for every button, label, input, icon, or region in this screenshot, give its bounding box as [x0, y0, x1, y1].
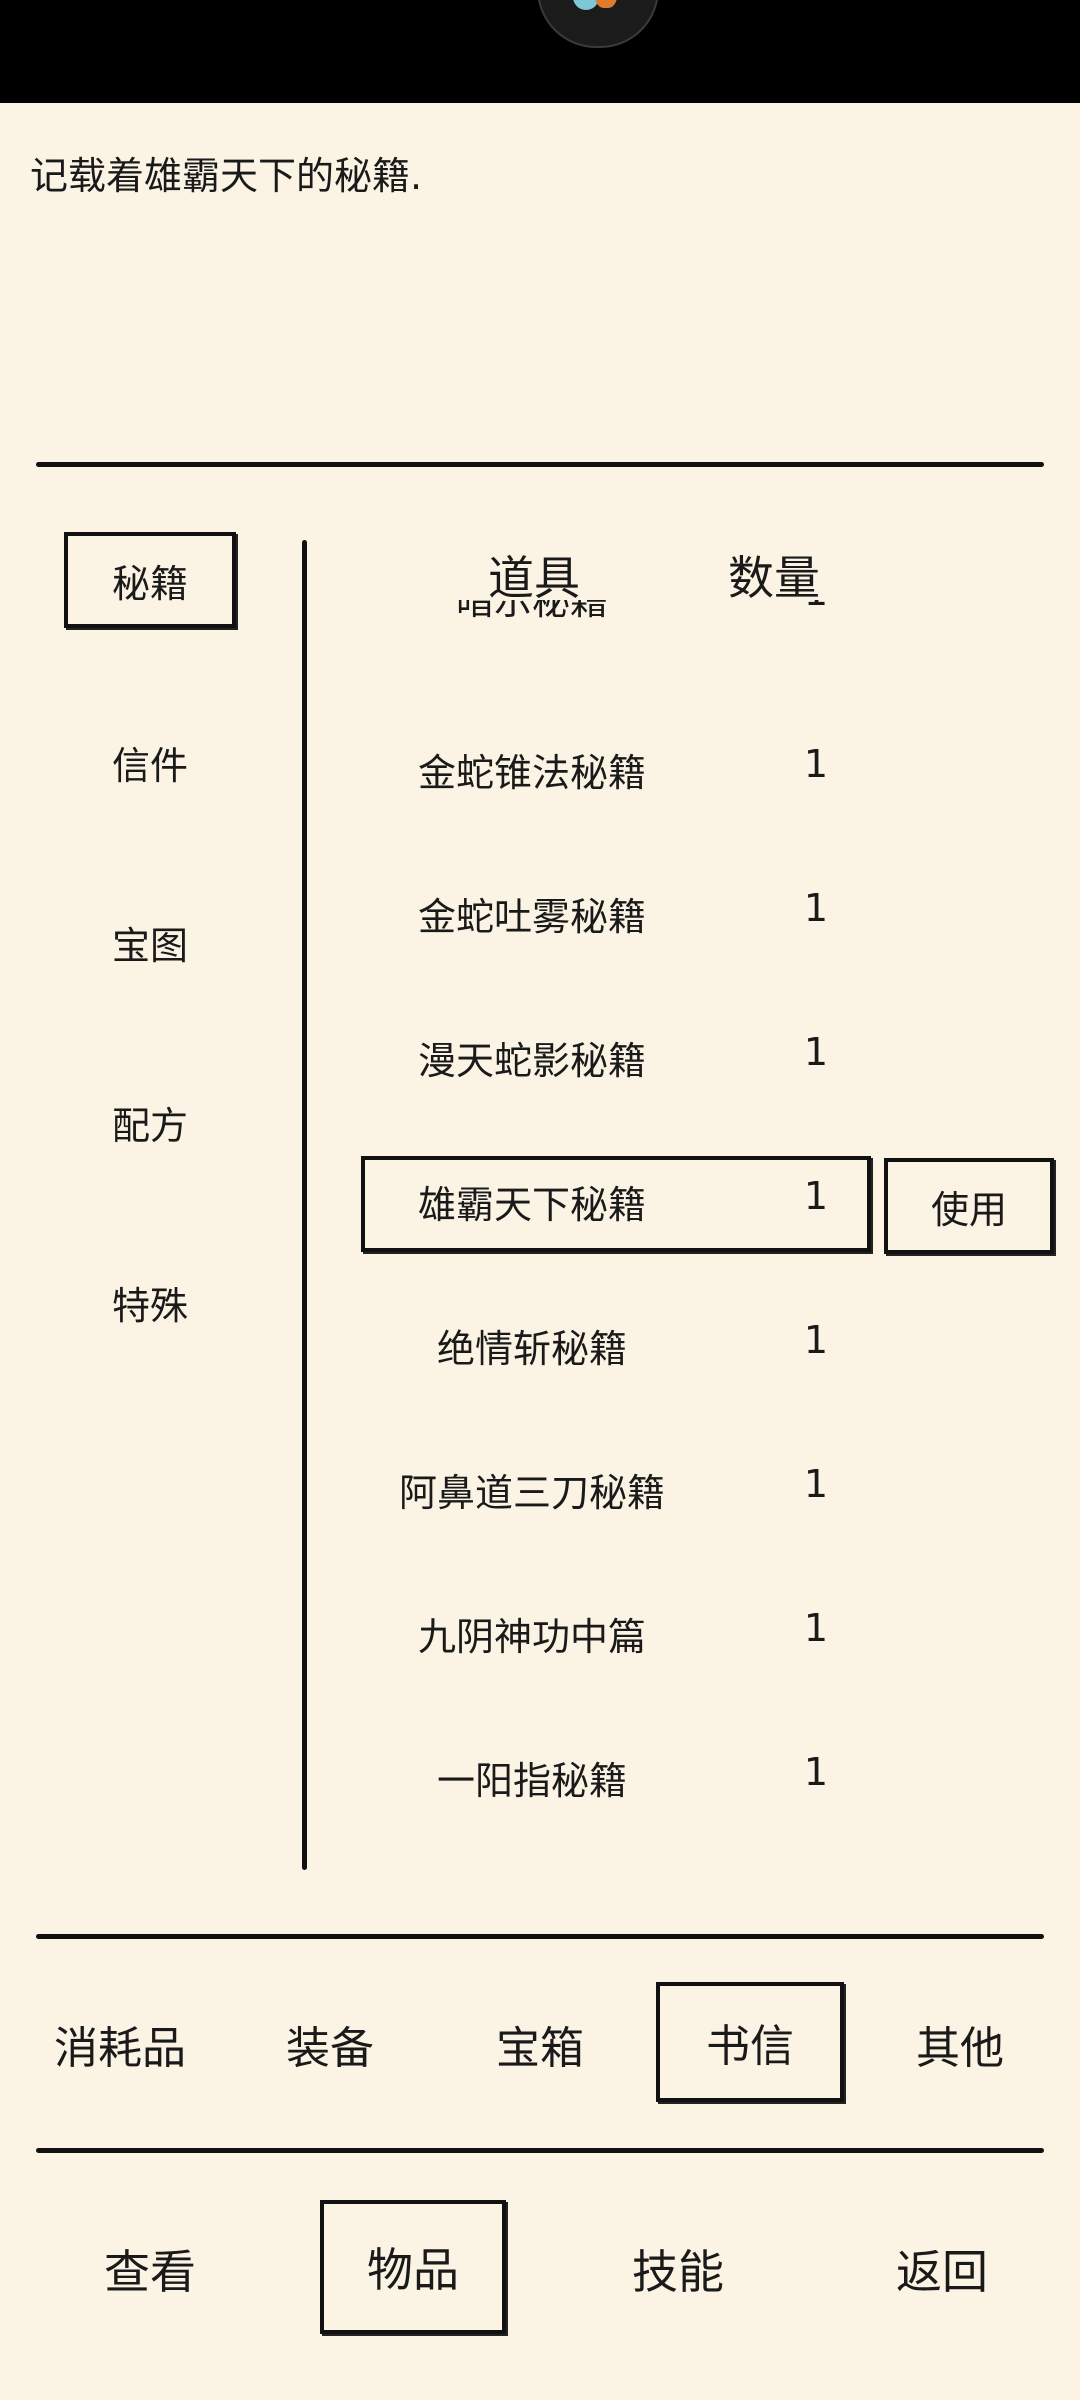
category-item-secrets[interactable]: 秘籍: [64, 532, 236, 628]
nav-skills[interactable]: 技能: [632, 2245, 724, 2299]
category-item-maps[interactable]: 宝图: [111, 924, 188, 968]
divider-top: [36, 462, 1044, 467]
list-item-qty: 1: [803, 1174, 829, 1218]
list-item-qty: 1: [803, 886, 829, 930]
list-item-qty: 1: [803, 1606, 829, 1650]
tab-letters-label: 书信: [706, 2021, 794, 2072]
divider-vertical: [302, 540, 307, 1870]
tab-consumables[interactable]: 消耗品: [54, 2023, 186, 2074]
tab-letters[interactable]: 书信: [656, 1982, 844, 2102]
list-item-name[interactable]: 阿鼻道三刀秘籍: [398, 1471, 665, 1515]
category-label: 秘籍: [111, 561, 188, 606]
top-bar: [0, 0, 1080, 103]
category-item-letters[interactable]: 信件: [111, 744, 188, 788]
column-header-item: 道具: [488, 551, 580, 605]
category-item-special[interactable]: 特殊: [111, 1284, 188, 1328]
list-item-qty: 1: [803, 742, 829, 786]
tab-equipment[interactable]: 装备: [286, 2023, 374, 2074]
nav-back[interactable]: 返回: [896, 2245, 988, 2299]
list-item-name[interactable]: 金蛇吐雾秘籍: [417, 895, 646, 939]
column-header-qty: 数量: [728, 551, 820, 605]
list-item-name[interactable]: 雄霸天下秘籍: [417, 1183, 646, 1227]
category-item-recipes[interactable]: 配方: [111, 1104, 188, 1148]
list-item-qty: 1: [803, 1462, 829, 1506]
tab-others[interactable]: 其他: [916, 2023, 1004, 2074]
list-item-name[interactable]: 一阳指秘籍: [436, 1759, 627, 1803]
list-item-name[interactable]: 漫天蛇影秘籍: [417, 1039, 646, 1083]
list-item-name[interactable]: 绝情斩秘籍: [436, 1327, 627, 1371]
use-button[interactable]: 使用: [884, 1158, 1054, 1254]
use-button-label: 使用: [930, 1187, 1007, 1232]
divider-tabs: [36, 1934, 1044, 1939]
nav-view[interactable]: 查看: [104, 2245, 196, 2299]
list-item-qty: 1: [803, 1030, 829, 1074]
list-item-qty: 1: [803, 1318, 829, 1362]
list-item-name[interactable]: 暗示秘籍: [455, 600, 608, 623]
nav-items-label: 物品: [367, 2243, 459, 2297]
nav-items[interactable]: 物品: [320, 2200, 506, 2334]
list-item-qty: 1: [776, 600, 856, 614]
list-item-name[interactable]: 九阴神功中篇: [417, 1615, 646, 1659]
list-item-qty: 1: [803, 1750, 829, 1794]
tab-chests[interactable]: 宝箱: [496, 2023, 584, 2074]
list-item-name[interactable]: 金蛇锥法秘籍: [417, 751, 646, 795]
divider-nav: [36, 2148, 1044, 2153]
item-list[interactable]: 暗示秘籍 1 金蛇锥法秘籍 1 金蛇吐雾秘籍 1 漫天蛇影秘籍 1 雄霸天下秘籍…: [310, 600, 1010, 1870]
selected-item-row[interactable]: [361, 1156, 871, 1252]
item-description: 记载着雄霸天下的秘籍.: [30, 154, 423, 198]
